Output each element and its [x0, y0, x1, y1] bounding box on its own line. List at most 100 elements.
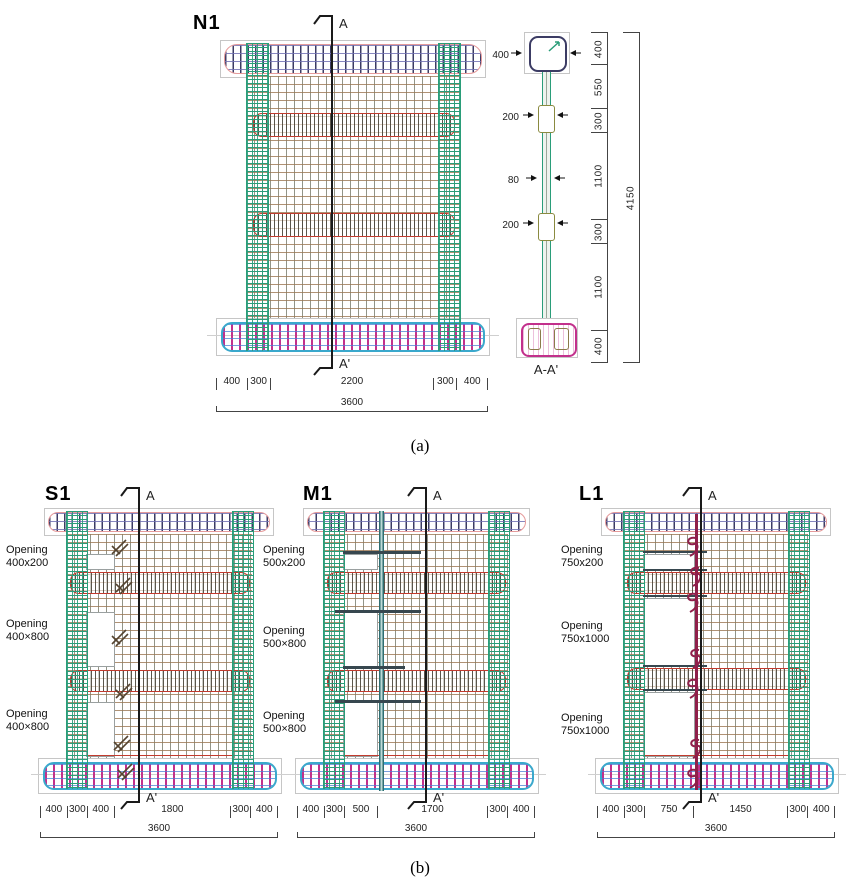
section-top-beam-core — [529, 36, 567, 72]
hook-bar-icon — [690, 648, 702, 669]
section-duct-bottom-dim: 200 — [502, 220, 519, 231]
specimen-title: L1 — [579, 483, 605, 505]
section-cut-label-bottom: A' — [339, 356, 351, 371]
dimension-segment: 1700 — [377, 804, 487, 818]
dimension-segment: 500 — [343, 804, 377, 818]
section-cut-label-top: A — [146, 488, 155, 503]
opening-edge-bar — [379, 511, 384, 791]
dimension-row: 400 300 400 1800 300 400 — [40, 804, 279, 818]
section-width-dim: 400 — [492, 50, 509, 61]
arrow-right-icon — [526, 175, 537, 181]
boundary-column-left — [66, 511, 88, 789]
dimension-segment: 300 — [787, 804, 807, 818]
dimension-segment: 400 — [86, 804, 114, 818]
section-duct-top-dim: 200 — [502, 112, 519, 123]
dimension-segment: 1450 — [693, 804, 787, 818]
intermediate-band-1 — [327, 572, 506, 594]
section-duct-top — [538, 105, 555, 133]
top-beam-reinforcement — [307, 512, 526, 532]
dimension-segment: 300 — [323, 804, 344, 818]
arrow-left-icon — [554, 175, 565, 181]
dimension-total-row: 3600 — [40, 822, 278, 838]
boundary-column-right — [488, 511, 510, 789]
chain-segment: 400 — [591, 329, 607, 362]
dimension-segment: 400 — [456, 376, 489, 390]
hook-bar-icon — [687, 678, 699, 699]
dimension-line — [297, 832, 535, 838]
arrow-right-icon — [511, 50, 522, 56]
section-duct-bottom — [538, 213, 555, 241]
boundary-column-left — [246, 43, 269, 351]
caption-a: (a) — [410, 436, 430, 455]
horizontal-rebar-line — [623, 755, 808, 756]
chain-segment: 300 — [591, 107, 607, 132]
diagonal-bar-icon — [117, 763, 135, 781]
section-wall-strip — [542, 72, 551, 318]
dimension-line — [216, 406, 488, 412]
section-foundation-core — [521, 323, 577, 357]
dimension-segment: 300 — [623, 804, 644, 818]
intermediate-band-2 — [627, 668, 806, 690]
boundary-column-right — [232, 511, 254, 789]
section-cut-line — [425, 492, 427, 802]
diagonal-bar-icon — [115, 683, 133, 701]
section-cut-label-bottom: A' — [433, 790, 445, 805]
dimension-total-row: 3600 — [216, 396, 488, 412]
arrow-left-icon — [557, 220, 568, 226]
opening-2 — [343, 612, 378, 667]
section-wall-centerbar — [545, 72, 547, 318]
lintel-bar — [643, 551, 707, 553]
hook-bar-icon — [687, 592, 699, 613]
arrow-left-icon — [557, 112, 568, 118]
arrow-right-icon — [523, 112, 534, 118]
opening-3 — [343, 702, 378, 757]
section-foundation-cage-left — [528, 328, 541, 350]
lintel-bar — [643, 569, 707, 571]
bar-hook-icon — [548, 41, 560, 52]
intermediate-band-2 — [253, 213, 455, 237]
lintel-bar — [343, 551, 421, 554]
opening-1 — [343, 554, 378, 570]
dimension-segment: 400 — [216, 376, 247, 390]
chain-segment: 300 — [591, 218, 607, 243]
specimen-title: M1 — [303, 483, 333, 505]
dimension-segment: 2200 — [269, 376, 434, 390]
caption-b: (b) — [410, 858, 430, 877]
dimension-segment: 300 — [66, 804, 87, 818]
section-title: A-A' — [533, 362, 559, 377]
dimension-segment: 300 — [487, 804, 507, 818]
section-dim-chain: 400 550 300 1100 300 1100 400 — [591, 32, 608, 363]
dimension-segment: 400 — [40, 804, 67, 818]
section-cut-label-top: A — [708, 488, 717, 503]
diagonal-bar-icon — [111, 629, 129, 647]
lintel-bar — [643, 595, 707, 597]
dimension-row: 400 300 2200 300 400 — [216, 376, 489, 390]
lintel-bar — [343, 666, 405, 669]
hook-bar-icon — [690, 566, 702, 587]
arrow-left-icon — [570, 50, 581, 56]
section-a-a: 400 200 80 200 A-A' 400 550 300 1100 — [492, 8, 655, 412]
chain-segment: 400 — [591, 32, 607, 64]
dimension-total-row: 3600 — [297, 822, 535, 838]
section-thickness-dim: 80 — [507, 175, 519, 186]
horizontal-rebar-line — [323, 755, 508, 756]
dimension-segment: 300 — [246, 376, 270, 390]
lintel-bar — [335, 700, 421, 703]
boundary-column-right — [788, 511, 810, 789]
dimension-line — [40, 832, 278, 838]
opening-edge-bar — [695, 514, 698, 790]
specimen-title: S1 — [45, 483, 72, 505]
intermediate-band-2 — [70, 670, 250, 692]
dimension-segment: 750 — [643, 804, 693, 818]
boundary-column-right — [438, 43, 461, 351]
